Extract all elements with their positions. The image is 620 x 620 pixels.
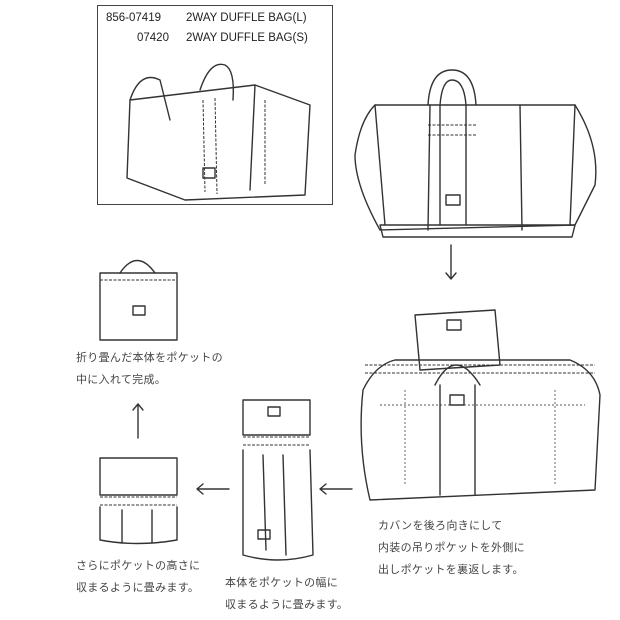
- step2-caption: 本体をポケットの幅に 収まるように畳みます。: [225, 572, 348, 616]
- step2-line2: 収まるように畳みます。: [225, 598, 349, 611]
- packed-pouch-illustration: [99, 259, 178, 341]
- product-title-box: 856-07419 2WAY DUFFLE BAG(L) 07420 2WAY …: [97, 5, 333, 205]
- folded-height-illustration: [99, 457, 178, 545]
- step3-caption: さらにポケットの高さに 収まるように畳みます。: [76, 555, 200, 599]
- model-code-s: 07420: [137, 32, 169, 44]
- bag-perspective-illustration: [126, 63, 311, 201]
- step3-line2: 収まるように畳みます。: [76, 581, 200, 594]
- arrow-left-icon: [319, 483, 353, 495]
- model-code-l: 856-07419: [106, 12, 161, 24]
- arrow-left-icon: [196, 483, 230, 495]
- pocket-turned-out-illustration: [360, 309, 601, 501]
- folded-width-illustration: [242, 399, 314, 561]
- step1-line3: 出しポケットを裏返します。: [378, 563, 524, 576]
- arrow-down-icon: [445, 244, 457, 280]
- step1-line1: カバンを後ろ向きにして: [378, 519, 503, 532]
- arrow-up-icon: [132, 403, 144, 439]
- step1-caption: カバンを後ろ向きにして 内装の吊りポケットを外側に 出しポケットを裏返します。: [378, 515, 525, 581]
- step4-line1: 折り畳んだ本体をポケットの: [76, 351, 223, 364]
- step4-line2: 中に入れて完成。: [76, 373, 167, 386]
- step4-caption: 折り畳んだ本体をポケットの 中に入れて完成。: [76, 347, 223, 391]
- model-name-s: 2WAY DUFFLE BAG(S): [186, 32, 308, 44]
- model-name-l: 2WAY DUFFLE BAG(L): [186, 12, 307, 24]
- bag-back-view-illustration: [354, 69, 597, 238]
- step3-line1: さらにポケットの高さに: [76, 559, 201, 572]
- step2-line1: 本体をポケットの幅に: [225, 576, 338, 589]
- step1-line2: 内装の吊りポケットを外側に: [378, 541, 525, 554]
